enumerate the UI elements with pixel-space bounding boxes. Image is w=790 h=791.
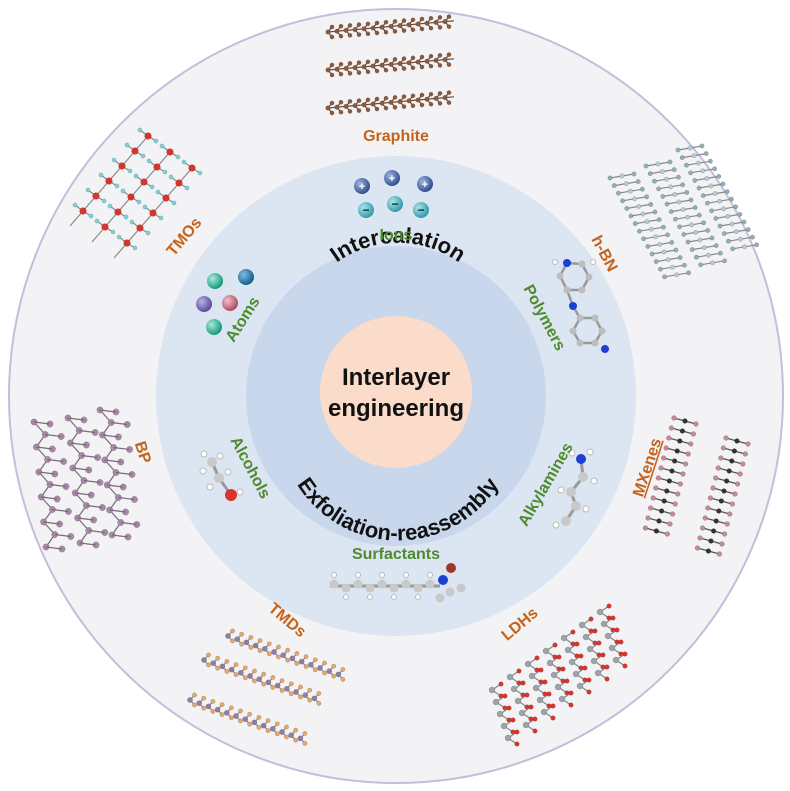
mxene-layer	[642, 415, 699, 537]
mxene-layer	[694, 435, 751, 557]
graphite-layer	[325, 90, 455, 116]
anion-sign: −	[362, 203, 369, 217]
cation-2: +	[384, 170, 400, 186]
atoms-illustration	[196, 269, 254, 335]
anion-2: −	[387, 196, 403, 212]
anion-1: −	[358, 202, 374, 218]
graphite-illustration	[325, 14, 455, 116]
label-surfactants: Surfactants	[352, 546, 440, 563]
atom-sphere	[206, 319, 222, 335]
tmd-layer	[187, 692, 308, 746]
bp-layer	[64, 414, 109, 549]
cation-1: +	[354, 178, 370, 194]
graphite-layer	[325, 52, 455, 78]
surfactants-illustration	[329, 563, 466, 603]
tmo-layer	[91, 143, 181, 243]
hbn-illustration	[607, 143, 760, 280]
tmo-layer	[113, 159, 203, 259]
atom-sphere	[207, 273, 223, 289]
center-title-line2: engineering	[328, 395, 464, 422]
tmds-illustration	[187, 628, 346, 746]
mxenes-illustration	[642, 415, 751, 557]
cation-sign: +	[389, 173, 395, 185]
alcohols-illustration	[199, 450, 244, 501]
bp-layer	[30, 418, 75, 553]
atom-sphere	[238, 269, 254, 285]
anion-sign: −	[417, 203, 424, 217]
atom-sphere	[222, 295, 238, 311]
cation-3: +	[417, 176, 433, 192]
anion-3: −	[413, 202, 429, 218]
label-graphite: Graphite	[363, 128, 429, 145]
center-title-line1: Interlayer	[342, 364, 450, 391]
tmd-layer	[225, 628, 346, 682]
bp-layer	[96, 406, 141, 541]
alkylamines-atoms	[552, 448, 598, 529]
polymers-atoms	[552, 259, 609, 353]
tmos-illustration	[69, 127, 203, 259]
hbn-layer	[643, 159, 728, 268]
tmd-layer	[201, 652, 322, 706]
graphite-layer	[325, 14, 455, 40]
label-ions: Ions	[380, 227, 413, 244]
bp-illustration	[30, 406, 141, 553]
hbn-layer	[607, 171, 692, 280]
tmo-layer	[69, 127, 159, 227]
ldhs-illustration	[488, 603, 628, 747]
atom-sphere	[196, 296, 212, 312]
cation-sign: +	[422, 179, 428, 191]
label-bp: BP	[131, 439, 154, 466]
anion-sign: −	[391, 197, 398, 211]
ldh-layer	[488, 603, 628, 747]
hbn-layer	[675, 143, 760, 252]
core-circle	[320, 316, 472, 468]
ions-illustration: + + + − − −	[354, 170, 433, 218]
cation-sign: +	[359, 181, 365, 193]
